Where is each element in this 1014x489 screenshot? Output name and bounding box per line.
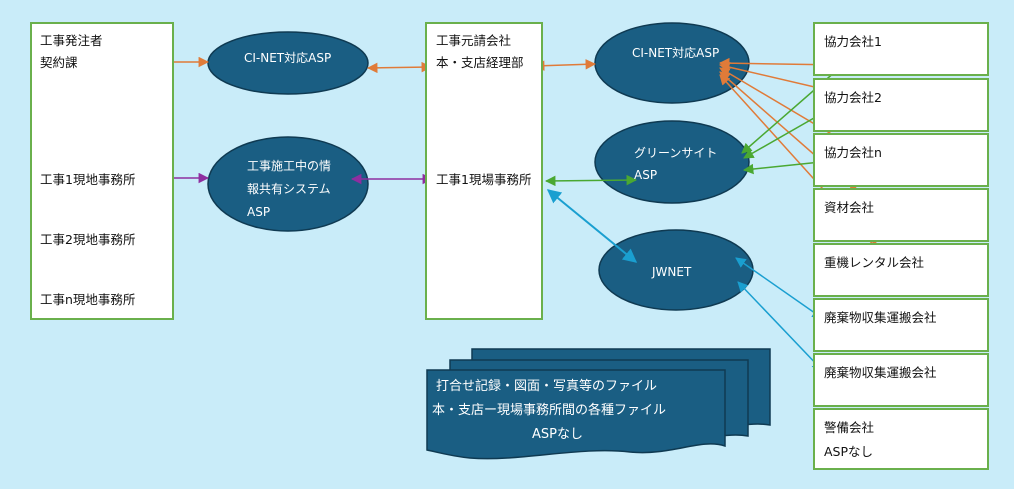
waste-label-1: 廃棄物収集運搬会社 — [824, 310, 937, 325]
materials-box — [813, 188, 989, 242]
arrow-site-green — [544, 174, 638, 187]
contractor-title: 工事元請会社 — [436, 33, 512, 48]
rental-label: 重機レンタル会社 — [824, 255, 925, 270]
contractor-accounting: 本・支店経理部 — [436, 55, 524, 70]
partner-box-n — [813, 133, 989, 187]
client-title: 工事発注者 — [40, 33, 103, 48]
waste-box-1 — [813, 298, 989, 352]
files-line2: 本・支店ー現場事務所間の各種ファイル — [432, 403, 667, 418]
security-label: 警備会社 — [824, 420, 875, 435]
asp-left-mid-line3: ASP — [247, 205, 271, 219]
asp-jwnet-label: JWNET — [652, 265, 692, 279]
files-line3: ASPなし — [532, 427, 583, 442]
client-site-2: 工事2現地事務所 — [40, 232, 136, 247]
client-site-n: 工事n現地事務所 — [40, 292, 136, 307]
contractor-site-1: 工事1現場事務所 — [436, 172, 532, 187]
arrow-jwnet-waste2 — [737, 281, 823, 371]
arrow-site-jwnet — [546, 189, 638, 263]
client-contract-dept: 契約課 — [40, 55, 78, 70]
file-stack-front — [426, 369, 726, 460]
security-box — [813, 408, 989, 470]
partner-box-1 — [813, 22, 989, 76]
asp-green-line1: グリーンサイト — [634, 146, 718, 160]
client-site-1: 工事1現地事務所 — [40, 172, 136, 187]
asp-green-ellipse — [594, 120, 750, 204]
arrow-contractor-ci-net-right — [533, 59, 597, 71]
partner-label-n: 協力会社n — [824, 145, 882, 160]
waste-box-2 — [813, 353, 989, 407]
partner-label-2: 協力会社2 — [824, 90, 882, 105]
asp-right-top-label: CI-NET対応ASP — [632, 46, 720, 60]
asp-green-line2: ASP — [634, 168, 658, 182]
materials-label: 資材会社 — [824, 200, 875, 215]
arrow-ci-net-contractor — [366, 61, 433, 74]
partner-box-2 — [813, 78, 989, 132]
files-line1: 打合せ記録・図面・写真等のファイル — [436, 379, 658, 394]
partner-label-1: 協力会社1 — [824, 34, 882, 49]
waste-label-2: 廃棄物収集運搬会社 — [824, 365, 937, 380]
asp-left-mid-line2: 報共有システム — [247, 182, 331, 196]
rental-box — [813, 243, 989, 297]
asp-left-mid-line1: 工事施工中の情 — [247, 159, 332, 173]
client-box — [30, 22, 174, 320]
security-asp-none: ASPなし — [824, 444, 874, 459]
asp-left-top-label: CI-NET対応ASP — [244, 51, 332, 65]
arrow-jwnet-waste1 — [735, 257, 823, 319]
contractor-box — [425, 22, 543, 320]
